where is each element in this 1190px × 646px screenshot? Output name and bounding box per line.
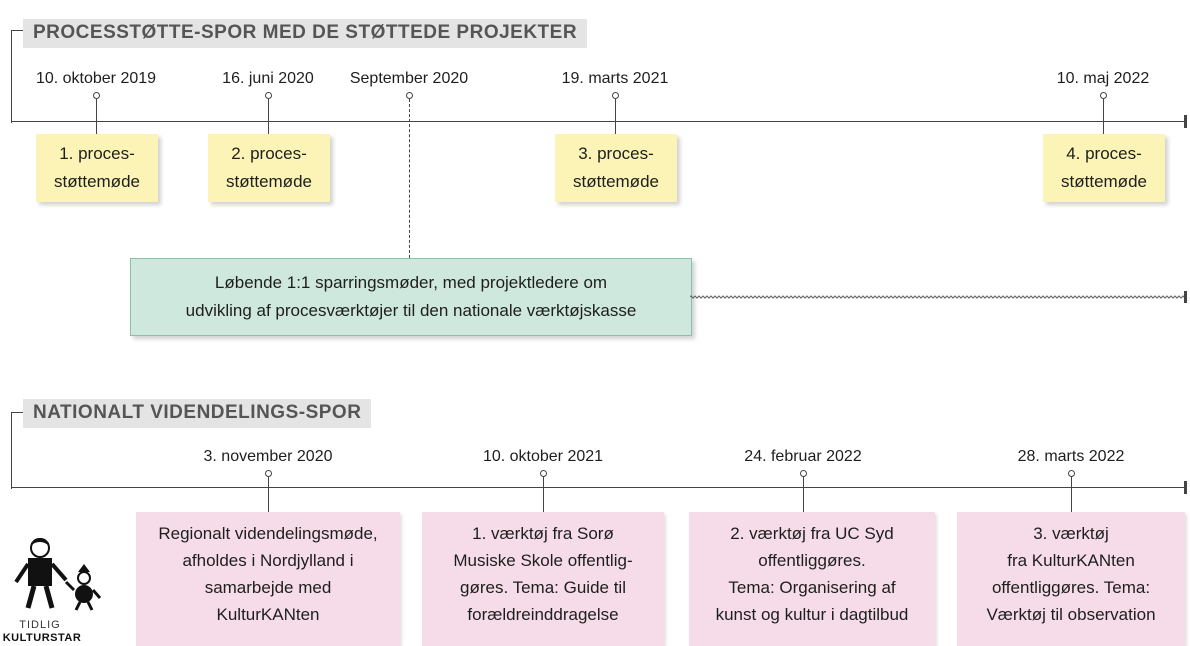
section1-connector-4 [615,99,616,134]
section1-date-1: 10. oktober 2019 [35,70,157,87]
meeting-box-3: 3. proces- støttemøde [555,134,677,202]
section1-timeline-end-marker [1184,115,1187,128]
section1-marker-4 [612,92,619,99]
section1-connector-1 [96,99,97,134]
section2-timeline [11,487,1185,488]
section1-date-5: 10. maj 2022 [1056,70,1150,87]
section2-timeline-end-marker [1184,481,1187,494]
knowledge-box-3: 2. værktøj fra UC Syd offentliggøres. Te… [689,512,935,646]
section2-connector-4 [1071,477,1072,512]
section2-connector-1 [268,477,269,512]
section1-date-2: 16. juni 2020 [222,70,314,87]
section1-date-4: 19. marts 2021 [561,70,669,87]
section1-connector-2 [268,99,269,134]
section1-bracket [11,30,24,123]
section1-marker-2 [265,92,272,99]
section2-title: NATIONALT VIDENDELINGS-SPOR [23,399,372,428]
section2-date-4: 28. marts 2022 [1017,448,1125,465]
section2-marker-3 [800,470,807,477]
section1-date-3: September 2020 [349,70,469,87]
section1-marker-1 [93,92,100,99]
tidlig-kulturstart-logo [14,538,102,611]
section2-date-3: 24. februar 2022 [744,448,862,465]
meeting-box-1: 1. proces- støttemøde [36,134,158,202]
section2-marker-2 [540,470,547,477]
logo-text-kulturstart: KULTURSTAR [2,632,82,644]
section1-timeline [11,121,1185,122]
section1-title: PROCESSTØTTE-SPOR MED DE STØTTEDE PROJEK… [23,19,588,48]
sparring-wavy-line [690,291,1187,303]
section2-connector-2 [543,477,544,512]
section2-marker-4 [1068,470,1075,477]
section2-marker-1 [265,470,272,477]
section1-marker-3 [406,92,413,99]
section1-connector-5 [1103,99,1104,134]
logo-text-tidlig: TIDLIG [19,619,61,631]
knowledge-box-2: 1. værktøj fra Sorø Musiske Skole offent… [422,512,664,646]
meeting-box-2: 2. proces- støttemøde [208,134,330,202]
section2-connector-3 [803,477,804,512]
section1-marker-5 [1100,92,1107,99]
section2-bracket [11,412,24,489]
meeting-box-4: 4. proces- støttemøde [1043,134,1165,202]
knowledge-box-4: 3. værktøj fra KulturKANten offentliggør… [957,512,1185,646]
section1-connector-3 [409,99,410,258]
sparring-box: Løbende 1:1 sparringsmøder, med projektl… [130,258,692,336]
section2-date-2: 10. oktober 2021 [482,448,604,465]
section2-date-1: 3. november 2020 [203,448,333,465]
knowledge-box-1: Regionalt videndelingsmøde, afholdes i N… [136,512,400,646]
